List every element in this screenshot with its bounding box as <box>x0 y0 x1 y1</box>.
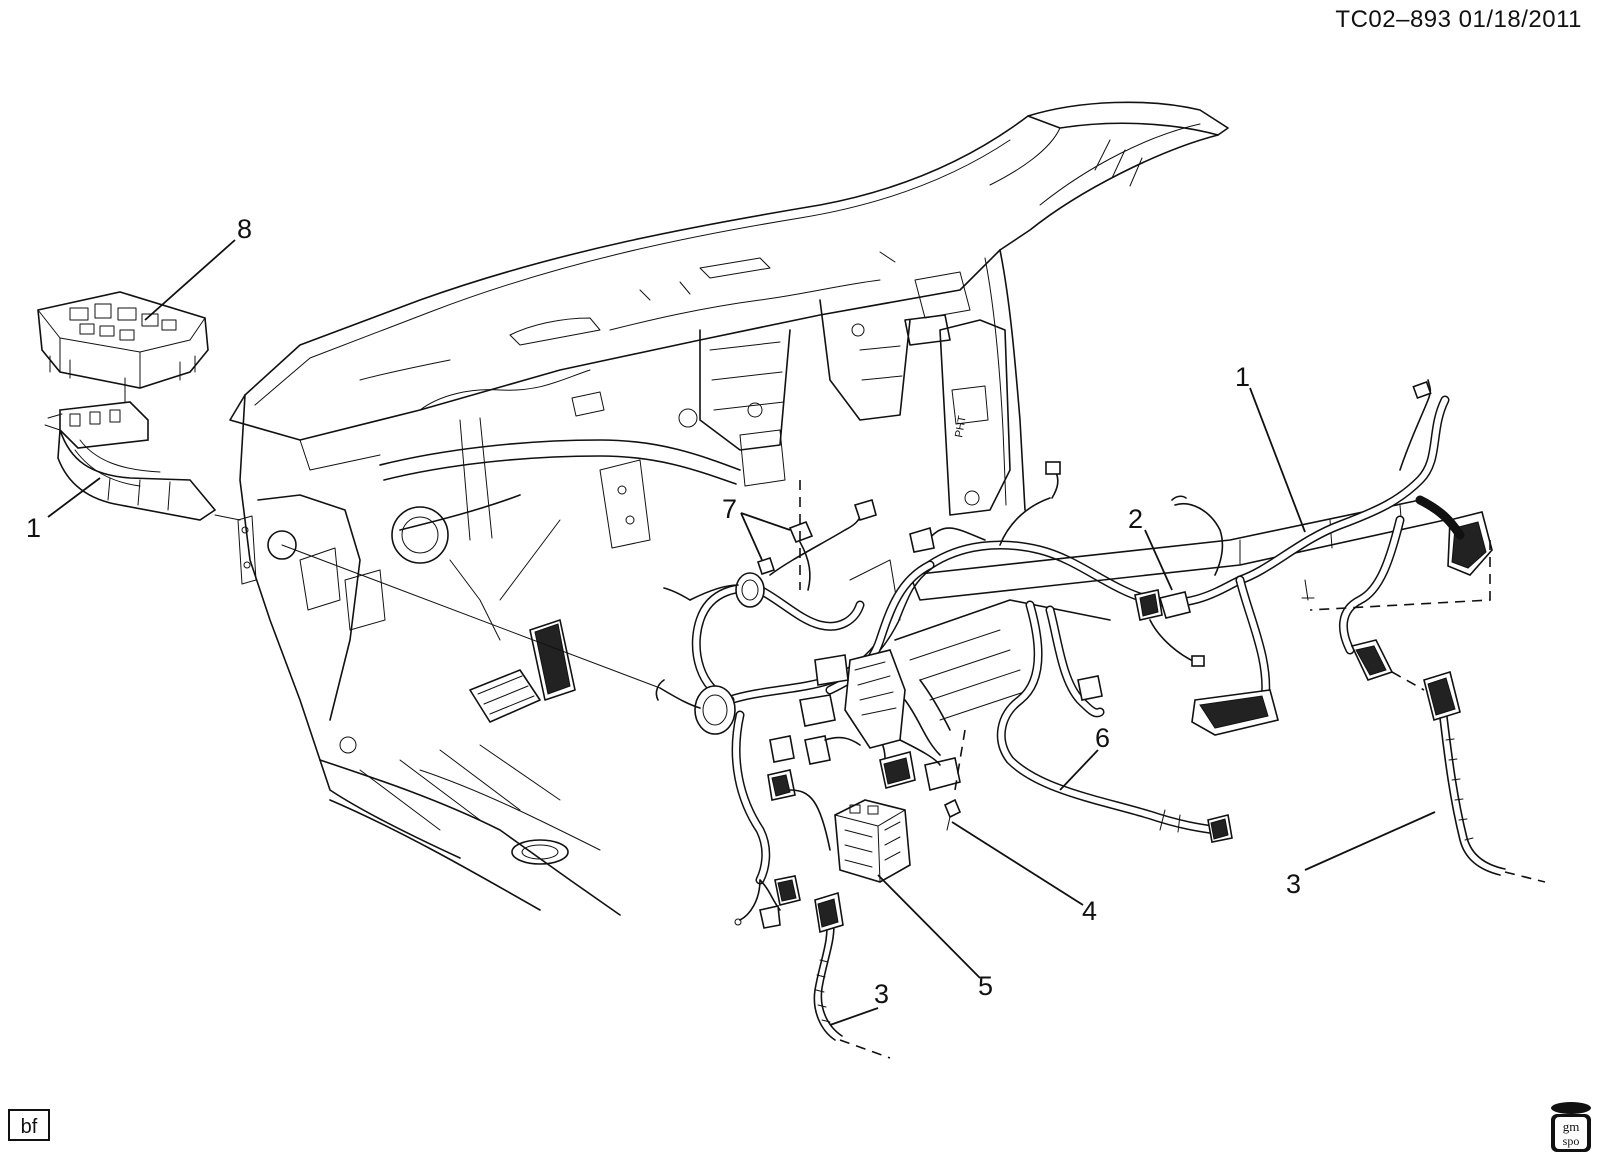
callout-7: 7 <box>722 494 737 524</box>
svg-text:gm: gm <box>1563 1119 1580 1134</box>
gm-spo-logo: gm spo <box>1551 1102 1591 1152</box>
callout-numbers: 8 1 1 2 7 6 4 5 3 3 <box>26 214 1301 1009</box>
relay-block-part-8 <box>37 291 217 521</box>
callout-1-right: 1 <box>1235 362 1250 392</box>
callout-3-bottom: 3 <box>874 979 889 1009</box>
corner-tag: bf <box>8 1109 50 1141</box>
callout-2: 2 <box>1128 504 1143 534</box>
callout-leaders <box>47 239 1436 1026</box>
svg-text:spo: spo <box>1563 1134 1580 1148</box>
instrument-panel-harness <box>214 379 1546 1059</box>
callout-5: 5 <box>978 971 993 1001</box>
dash-panel-structure: PHT <box>229 101 1229 916</box>
diagram-reference-code: TC02–893 01/18/2011 <box>1335 6 1582 33</box>
callout-1-left: 1 <box>26 513 41 543</box>
panel-stamp-text: PHT <box>953 414 969 438</box>
callout-4: 4 <box>1082 896 1097 926</box>
callout-3-right: 3 <box>1286 869 1301 899</box>
callout-8: 8 <box>237 214 252 244</box>
callout-6: 6 <box>1095 723 1110 753</box>
